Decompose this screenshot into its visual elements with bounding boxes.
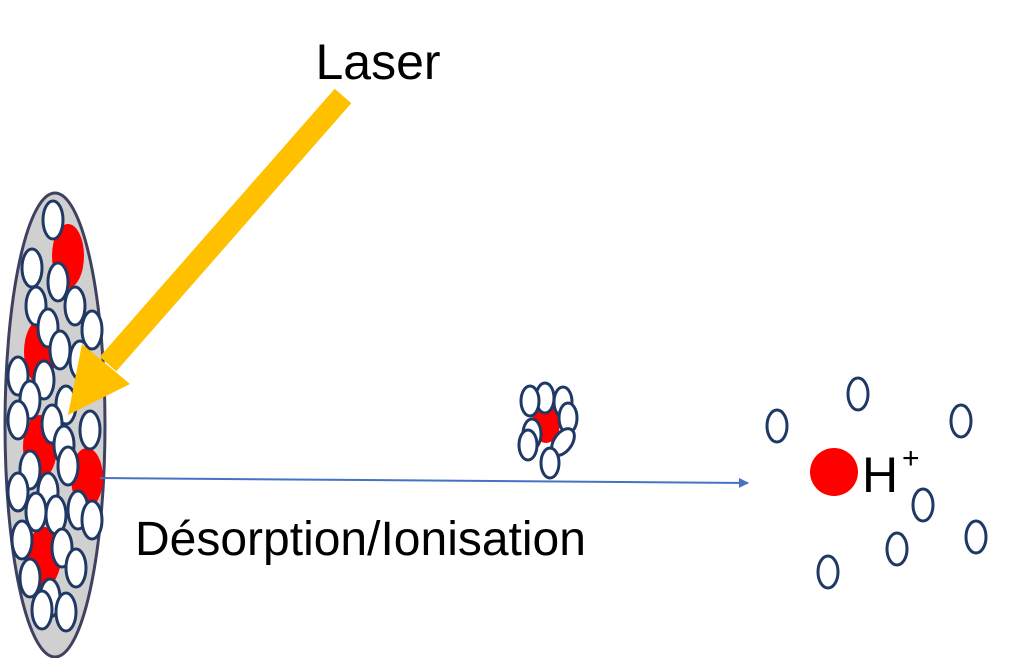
- matrix-molecule: [6, 471, 30, 513]
- protonated-ion-icon: [765, 376, 988, 590]
- matrix-molecule: [18, 557, 42, 599]
- matrix-molecule: [517, 428, 539, 462]
- matrix-molecule: [63, 285, 87, 327]
- matrix-molecule: [949, 403, 973, 439]
- matrix-molecule: [519, 384, 541, 418]
- sample-plate-icon: [3, 191, 107, 658]
- matrix-molecule: [816, 554, 840, 590]
- laser-arrow-icon: [68, 88, 352, 415]
- matrix-molecule: [765, 408, 789, 444]
- matrix-molecule: [56, 445, 80, 487]
- plate-matrix: [6, 199, 104, 633]
- molecule-cluster-icon: [517, 381, 579, 480]
- ion-charge-label: +: [902, 442, 920, 475]
- matrix-molecule: [78, 409, 102, 451]
- matrix-molecule: [885, 531, 909, 567]
- laser-beam-shaft: [99, 88, 352, 372]
- free-matrix: [765, 376, 988, 590]
- arrow-right-icon: [99, 477, 749, 488]
- ion-analyte: [810, 448, 858, 496]
- matrix-molecule: [54, 591, 78, 633]
- matrix-molecule: [6, 399, 30, 441]
- matrix-molecule: [846, 376, 870, 412]
- matrix-molecule: [30, 589, 54, 631]
- matrix-molecule: [964, 519, 988, 555]
- cluster-matrix: [517, 381, 579, 480]
- laser-beam-head: [68, 344, 130, 415]
- laser-label: Laser: [315, 34, 440, 90]
- matrix-molecule: [48, 329, 72, 371]
- matrix-molecule: [80, 499, 104, 541]
- matrix-molecule: [64, 547, 88, 589]
- matrix-molecule: [80, 309, 104, 351]
- matrix-molecule: [911, 487, 935, 523]
- ion-label: H: [862, 447, 898, 503]
- matrix-molecule: [10, 519, 34, 561]
- matrix-molecule: [539, 446, 561, 480]
- matrix-molecule: [41, 199, 65, 241]
- matrix-molecule: [46, 261, 70, 303]
- matrix-molecule: [20, 247, 44, 289]
- process-label: Désorption/Ionisation: [135, 513, 586, 566]
